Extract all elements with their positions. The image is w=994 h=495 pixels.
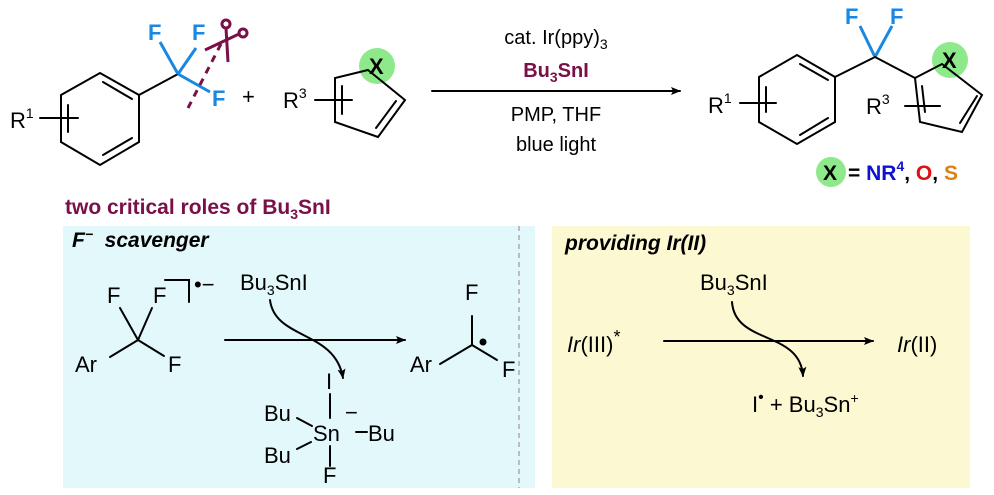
radical-dot (479, 338, 487, 346)
left-panel (63, 226, 535, 488)
fluorine-label: F (845, 4, 858, 29)
reactant-heteroarene: R3 X (283, 48, 407, 139)
light-label: blue light (516, 134, 597, 156)
fluorine-label: F (890, 4, 903, 29)
svg-text:Ar: Ar (410, 352, 432, 377)
svg-text:Sn: Sn (313, 421, 340, 446)
x-definition-legend: X = NR4, O, S (816, 157, 958, 187)
svg-text:F: F (502, 357, 515, 382)
ir-iii-excited: Ir(III)* (567, 327, 620, 357)
solvent-label: PMP, THF (511, 104, 601, 126)
aryl-cf2-radical: Ar F F (410, 280, 515, 382)
svg-text:F: F (323, 463, 336, 488)
svg-text:X: X (823, 162, 837, 185)
right-panel (552, 226, 970, 488)
svg-text:I: I (326, 369, 332, 394)
ir-ii-product: Ir(II) (897, 332, 937, 357)
fluorine-label: F (148, 20, 161, 45)
svg-text:Bu: Bu (264, 443, 291, 468)
reagent-bu3sni: Bu3SnI (240, 270, 308, 298)
left-panel-title: F− scavenger (72, 226, 210, 252)
svg-text:Bu: Bu (368, 421, 395, 446)
curved-arrow (269, 299, 346, 379)
x-heteroatom-label: X (942, 48, 957, 73)
x-highlight-circle (932, 42, 968, 78)
r1-label: R1 (708, 90, 732, 118)
r3-label: R3 (283, 85, 307, 113)
svg-text:F: F (153, 283, 166, 308)
aryl-cf3-radical-anion: Ar F F F •− (75, 272, 215, 377)
plus-sign: + (242, 84, 255, 109)
fluorine-label: F (192, 20, 205, 45)
x-heteroatom-label: X (369, 54, 384, 79)
stannate-byproduct: I Sn − Bu Bu Bu F (264, 369, 395, 488)
right-panel-title: providing Ir(II) (564, 232, 706, 255)
catalyst-label: cat. Ir(ppy)3 (504, 27, 608, 52)
r1-label: R1 (10, 105, 34, 133)
r3-label: R3 (866, 91, 890, 119)
svg-text:F: F (465, 280, 478, 305)
svg-text:F: F (168, 352, 181, 377)
svg-text:= NR4, O, S: = NR4, O, S (848, 158, 958, 185)
reagent-bu3sni: Bu3SnI (700, 270, 768, 298)
svg-text:•−: •− (194, 272, 215, 297)
svg-text:Ar: Ar (75, 352, 97, 377)
fluorine-label: F (212, 86, 225, 111)
curved-arrow (731, 301, 807, 377)
reagent-label: Bu3SnI (523, 60, 589, 85)
product: R1 F F R3 X (708, 4, 984, 146)
roles-title: two critical roles of Bu3SnI (65, 196, 331, 222)
iodine-radical-stannylium: I• + Bu3Sn+ (752, 389, 859, 420)
svg-text:F: F (107, 283, 120, 308)
x-highlight-circle (359, 48, 395, 84)
svg-text:Bu: Bu (264, 401, 291, 426)
reactant-aryl-cf3: R1 F F F (10, 18, 249, 167)
scissors-icon (204, 18, 249, 63)
svg-text:−: − (345, 400, 358, 425)
